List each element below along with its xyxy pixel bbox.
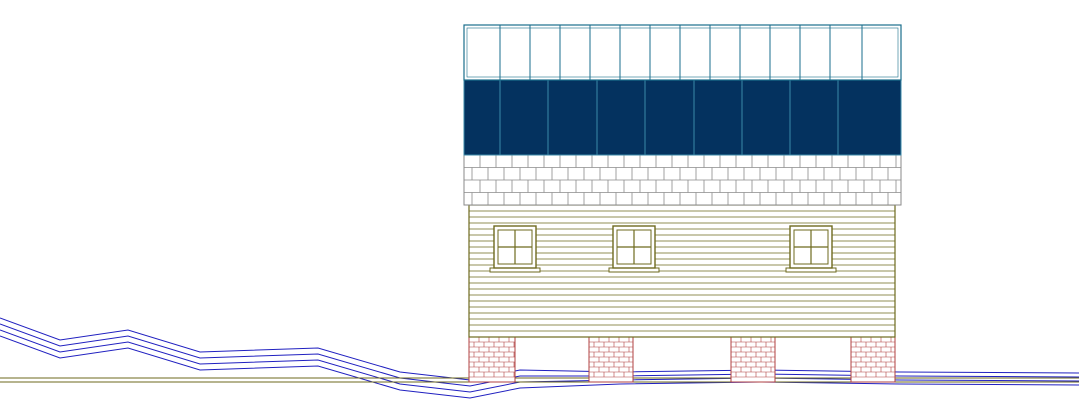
brick-pier <box>850 336 896 383</box>
pier-outline <box>588 336 634 383</box>
brick-pier <box>730 336 776 383</box>
window <box>785 225 837 273</box>
windows-group <box>489 225 837 273</box>
solar-panel-band <box>463 79 902 156</box>
pier-outline <box>730 336 776 383</box>
clerestory-glazing <box>463 24 902 81</box>
contour-line <box>0 317 1079 381</box>
brick-pier <box>588 336 634 383</box>
window <box>489 225 541 273</box>
glazing-inner-frame <box>466 27 899 78</box>
window <box>608 225 660 273</box>
shingle-fascia <box>463 154 902 206</box>
pier-outline <box>468 336 516 383</box>
brick-pier <box>468 336 516 383</box>
solar-band <box>463 79 902 156</box>
contour-line <box>0 329 1079 393</box>
pier-outline <box>850 336 896 383</box>
brick-piers <box>468 336 896 383</box>
ground-line <box>0 377 1079 383</box>
contour-line <box>0 335 1079 399</box>
glazing-outline <box>463 24 902 81</box>
